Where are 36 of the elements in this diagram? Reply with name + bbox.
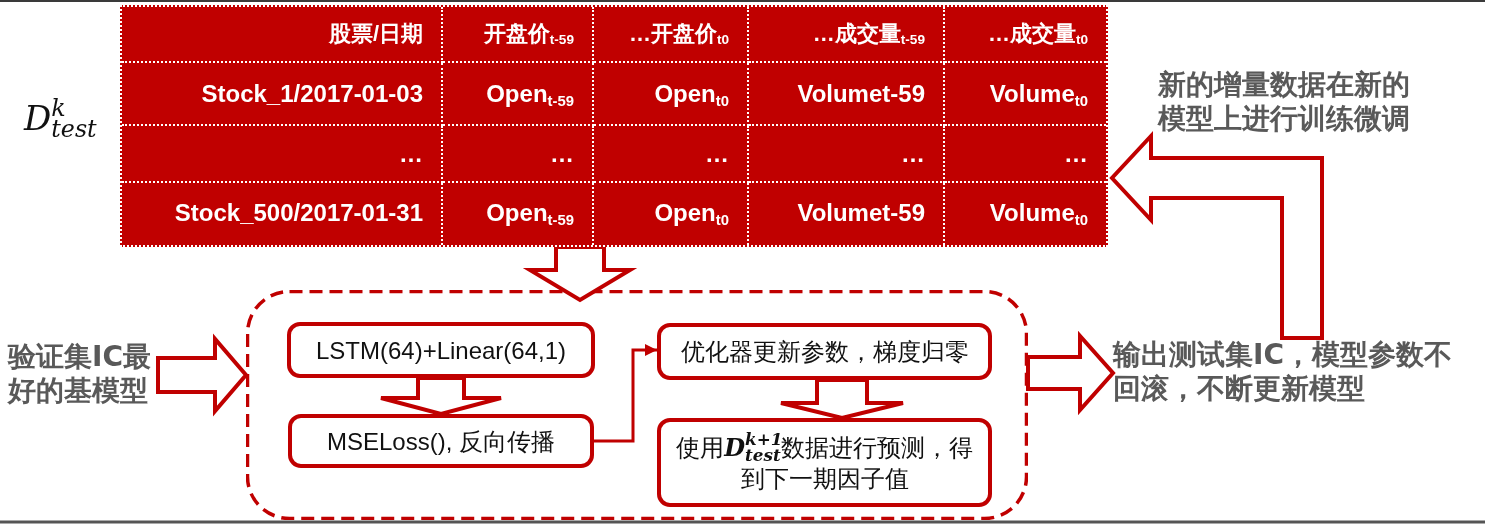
column-header: …开盘价$_{t0}$ (594, 7, 749, 63)
process-box: 使用D$^{k+1}$$_{test}$数据进行预测，得到下一期因子值 (657, 418, 992, 507)
column-header: …成交量$_{t-59}$ (749, 7, 945, 63)
data-table (120, 5, 1108, 247)
table-cell: Stock_500/2017-01-31 (122, 183, 443, 245)
block-arrow (156, 333, 249, 417)
table-cell: Open$_{t-59}$ (443, 183, 594, 245)
note-text: 验证集IC最好的基模型 (8, 340, 158, 408)
table-cell: … (443, 126, 594, 183)
arrow (594, 344, 657, 443)
table-cell: Open$_{t0}$ (594, 183, 749, 245)
block-arrow (1109, 130, 1324, 340)
process-box: 优化器更新参数，梯度归零 (657, 323, 992, 380)
process-box: MSELoss(), 反向传播 (288, 414, 594, 468)
table-cell: Open$_{t-59}$ (443, 63, 594, 126)
block-arrow (379, 376, 503, 417)
table-cell: … (749, 126, 945, 183)
table-cell: Volumet-59 (749, 183, 945, 245)
table-cell: Volumet-59 (749, 63, 945, 126)
table-cell: … (122, 126, 443, 183)
column-header: 开盘价$_{t-59}$ (443, 7, 594, 63)
process-box: LSTM(64)+Linear(64,1) (287, 322, 595, 378)
table-cell: Volume$_{t0}$ (945, 63, 1106, 126)
table-cell: … (594, 126, 749, 183)
column-header: 股票/日期 (122, 7, 443, 63)
note-text: 输出测试集IC，模型参数不回滚，不断更新模型 (1113, 338, 1463, 406)
table-cell: … (945, 126, 1106, 183)
block-arrow (522, 245, 638, 303)
table-cell: Open$_{t0}$ (594, 63, 749, 126)
dashed-frame (246, 290, 1028, 520)
table-cell: Stock_1/2017-01-03 (122, 63, 443, 126)
column-header: …成交量$_{t0}$ (945, 7, 1106, 63)
block-arrow (1026, 330, 1116, 416)
block-arrow (779, 378, 905, 421)
table-cell-text: Volume$_{t0}$ (988, 198, 1089, 230)
note-text: 新的增量数据在新的模型上进行训练微调 (1158, 68, 1411, 136)
